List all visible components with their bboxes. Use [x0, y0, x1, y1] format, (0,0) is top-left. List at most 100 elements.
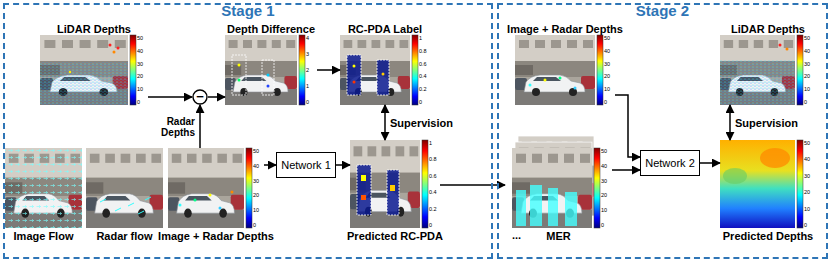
predicted-rc-pda-image-part: [387, 170, 399, 215]
mer-image-stack: [512, 136, 600, 228]
subtract-circle: [193, 90, 207, 104]
colorbar-tick: 30: [137, 61, 143, 67]
ellipsis-label: ...: [512, 229, 521, 241]
colorbar-tick: 30: [804, 61, 810, 67]
radar-depth-image-part: [231, 191, 234, 194]
rc-pda-label-image-part: [353, 65, 356, 68]
colorbar-tick: 10: [601, 207, 607, 213]
predicted-rc-pda-image-part: [390, 185, 395, 191]
lidar-depth-image-part: [40, 35, 128, 105]
rc-pda-label-image-part: [382, 73, 385, 76]
mer-image-stack-part: [512, 148, 592, 228]
colorbar-tick: 10: [804, 206, 810, 212]
flow-arrow: [317, 69, 340, 71]
colorbar-tick: 20: [137, 73, 143, 79]
radar-depth-image-part: [179, 204, 182, 207]
predicted-depth-image: [720, 140, 803, 228]
flow-arrow: [729, 105, 731, 140]
radar-depth-image-part: [574, 87, 577, 90]
network-box: Network 2: [640, 150, 700, 176]
lidar-depth-image-part: [797, 35, 803, 105]
image-panel: LiDAR Depths: [720, 35, 816, 105]
flow-arrow: [199, 105, 201, 148]
colorbar-tick: 0.2: [429, 206, 437, 212]
mer-image-stack-part: [565, 192, 577, 226]
image-panel: Image + Radar Depths: [515, 35, 615, 105]
depth-difference-image-part: [238, 79, 241, 82]
predicted-depth-image-part: [760, 148, 790, 168]
radar-depth-image-part: [209, 194, 212, 197]
colorbar-tick: 50: [253, 148, 259, 154]
rc-pda-label-image-part: [353, 81, 356, 84]
flow-arrow: [612, 169, 640, 171]
image-heading: LiDAR Depths: [731, 23, 805, 35]
stage-title: Stage 2: [636, 3, 689, 19]
colorbar-tick: 50: [804, 140, 810, 146]
colorbar-tick: 40: [804, 48, 810, 54]
lidar-depth-image-part: [117, 47, 120, 50]
depth-difference-image-part: [238, 64, 241, 67]
colorbar-tick: 40: [804, 156, 810, 162]
rc-pda-label-image: [340, 35, 418, 105]
predicted-rc-pda-image: [350, 140, 428, 228]
box-label: Network 2: [645, 157, 695, 169]
image-panel: Depth Difference: [225, 35, 317, 105]
colorbar-tick: 40: [137, 48, 143, 54]
flow-arrow: [440, 184, 505, 186]
rc-pda-label-image-part: [347, 55, 361, 95]
radar-depth-image-part: [515, 35, 595, 105]
mer-image-stack-part: [516, 190, 526, 226]
colorbar-tick: 20: [804, 189, 810, 195]
colorbar-tick: 0: [601, 222, 604, 228]
colorbar-tick: 50: [604, 35, 610, 41]
colorbar-tick: 20: [601, 192, 607, 198]
image-caption: Predicted Depths: [723, 230, 813, 242]
image-caption: Image + Radar Depths: [158, 230, 274, 242]
colorbar-tick: 40: [601, 163, 607, 169]
mer-image-stack-part: [530, 185, 542, 226]
rc-pda-label-image-part: [377, 60, 389, 95]
predicted-rc-pda-image-part: [361, 175, 366, 181]
radar-depth-image-part: [559, 77, 562, 80]
image-panel: Image + Radar Depths: [168, 148, 264, 228]
colorbar-tick: 10: [253, 207, 259, 213]
image-panel: Predicted Depths: [720, 140, 816, 228]
radar-depth-image-part: [544, 79, 547, 82]
lidar-depth-image-part: [113, 51, 116, 54]
subtract-symbol: −: [192, 89, 208, 105]
colorbar-tick: 0.2: [419, 86, 427, 92]
flow-arrow: [700, 162, 720, 164]
colorbar-tick: 0.6: [419, 61, 427, 67]
colorbar-tick: 40: [604, 48, 610, 54]
colorbar-tick: 0: [253, 222, 256, 228]
predicted-rc-pda-image-part: [350, 140, 420, 228]
network-box: Network 1: [276, 152, 336, 178]
predicted-rc-pda-image-part: [357, 165, 371, 215]
colorbar-tick: 20: [804, 73, 810, 79]
lidar-depth-image: [40, 35, 136, 105]
colorbar-tick: 30: [601, 178, 607, 184]
colorbar-tick: 0.8: [429, 156, 437, 162]
operator-sign: −: [196, 89, 204, 105]
lidar-depth-image-part: [40, 62, 128, 105]
lidar-depth-image-part: [130, 35, 136, 105]
colorbar-tick: 50: [601, 148, 607, 154]
colorbar-tick: 0: [306, 99, 309, 105]
edge-label: Supervision: [735, 117, 798, 129]
lidar-depth-image-part: [779, 44, 782, 47]
depth-difference-image-part: [267, 85, 270, 88]
lidar-depth-image-part: [786, 48, 789, 51]
image-caption: Radar flow: [96, 230, 152, 242]
colorbar-tick: 4: [306, 35, 309, 41]
edge-label: Supervision: [390, 117, 453, 129]
image-heading: RC-PDA Label: [348, 23, 422, 35]
image-flow-image-part: [5, 148, 82, 228]
image-panel: LiDAR Depths: [40, 35, 148, 105]
radar-depth-image-part: [168, 148, 244, 228]
lidar-depth-image-part: [720, 35, 795, 105]
colorbar-tick: 1: [306, 83, 309, 89]
colorbar-tick: 0.4: [419, 73, 427, 79]
image-caption: Predicted RC-PDA: [347, 230, 443, 242]
